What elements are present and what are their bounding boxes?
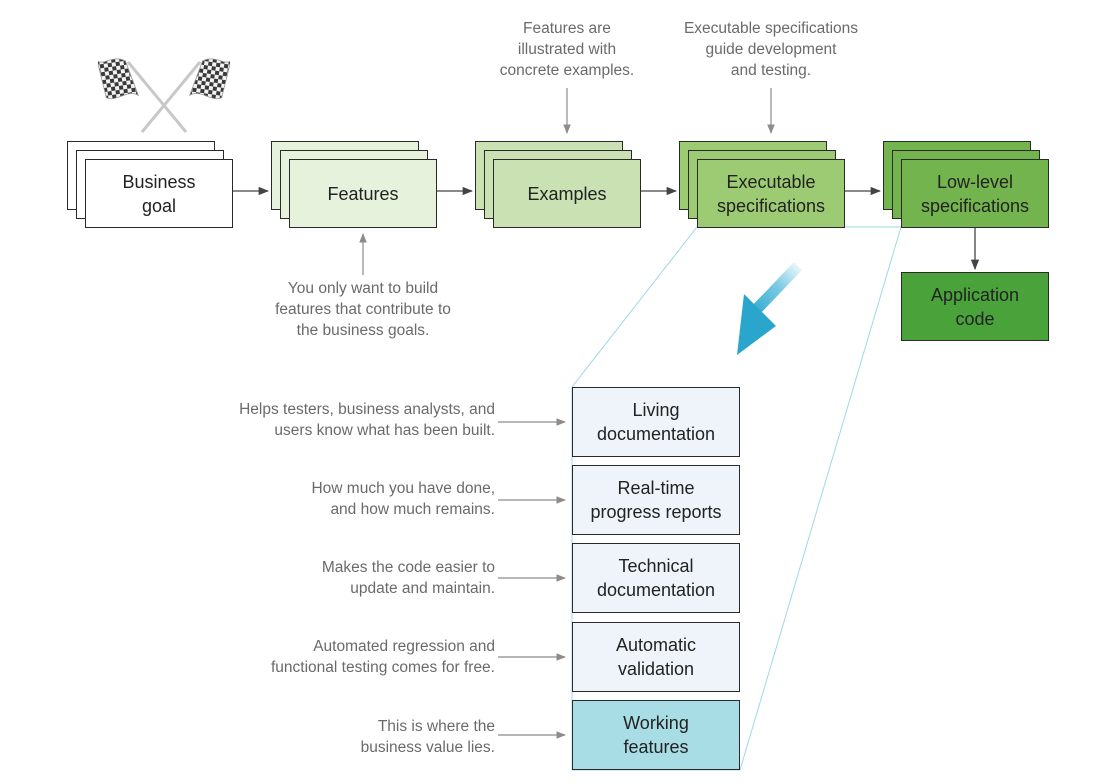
automatic-validation-box: Automatic validation — [572, 622, 740, 692]
benefit-description: This is where the business value lies. — [360, 718, 495, 756]
executable-specifications-note: Executable specifications guide developm… — [683, 20, 859, 79]
low-level-specifications-card: Low-level specifications — [901, 159, 1049, 228]
application-code-card: Application code — [901, 272, 1049, 341]
business-goal-card: Business goal — [85, 159, 233, 228]
examples-card: Examples — [493, 159, 641, 228]
benefit-description: Makes the code easier to update and main… — [321, 559, 495, 597]
funnel-outline — [571, 226, 902, 771]
flow-arrow-icon — [737, 262, 802, 355]
benefit-description: Helps testers, business analysts, and us… — [239, 401, 495, 439]
executable-specifications-card: Executable specifications — [697, 159, 845, 228]
examples-note: Features are illustrated with concrete e… — [499, 20, 635, 79]
technical-documentation-box: Technical documentation — [572, 543, 740, 613]
progress-reports-box: Real-time progress reports — [572, 465, 740, 535]
features-card: Features — [289, 159, 437, 228]
benefit-description: Automated regression and functional test… — [270, 638, 495, 676]
benefit-description: How much you have done, and how much rem… — [311, 480, 495, 518]
living-documentation-box: Living documentation — [572, 387, 740, 457]
checkered-flags-icon — [98, 58, 230, 133]
working-features-box: Working features — [572, 700, 740, 770]
features-note: You only want to build features that con… — [275, 280, 451, 339]
